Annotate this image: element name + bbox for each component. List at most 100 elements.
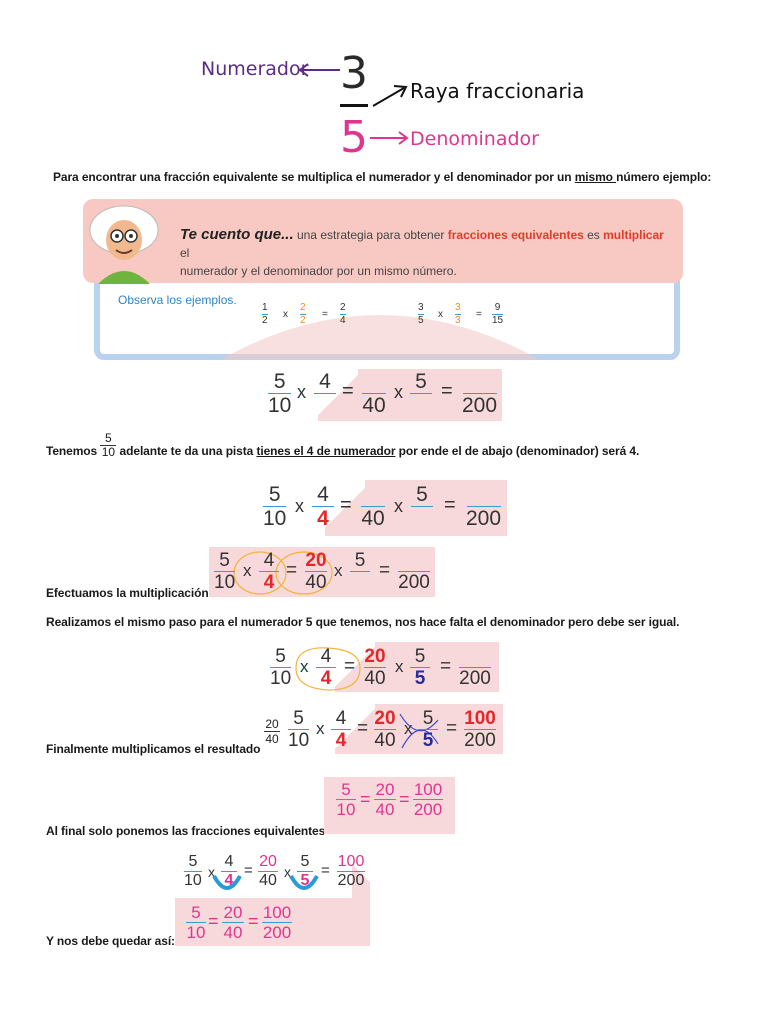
raya-label: Raya fraccionaria: [410, 79, 585, 103]
denominator: 200: [413, 800, 443, 819]
equals-sign: =: [342, 380, 354, 402]
denominator: 200: [466, 507, 502, 530]
denominator: 40: [364, 668, 386, 689]
numerator: 4: [263, 550, 275, 571]
ex2-den-b: 3: [455, 315, 461, 326]
denominator: 10: [186, 923, 206, 942]
fraction-blank-40: 40: [362, 371, 386, 416]
equals-sign: =: [446, 718, 458, 739]
ex1-num-a: 1: [262, 302, 268, 313]
numerator: 4: [335, 708, 347, 729]
arrow-right-icon: [370, 131, 409, 145]
denominator: 4: [335, 730, 347, 751]
equals-sign: =: [340, 494, 352, 516]
numerator: 100: [262, 903, 292, 922]
equals-sign: =: [440, 656, 452, 677]
times-sign: x: [395, 657, 404, 676]
finalmente-label: Finalmente multiplicamos el resultado: [46, 742, 261, 756]
tip-text-2: es: [583, 228, 604, 242]
numerator: 5: [275, 646, 286, 667]
intro-text-2: número ejemplo:: [616, 170, 712, 184]
times-sign: x: [300, 657, 309, 676]
times-sign: x: [316, 719, 325, 738]
denominator: 5: [414, 668, 426, 689]
numerator: 5: [268, 483, 281, 506]
multiplication-loops: [399, 713, 439, 749]
fraction-5: 5: [410, 371, 432, 416]
denominator: 4: [263, 572, 275, 593]
equals-sign: =: [357, 718, 369, 739]
summary-corner: [352, 848, 370, 898]
equation-background: [338, 369, 502, 421]
denominator: 10: [336, 800, 356, 819]
denominator: 10: [184, 872, 202, 889]
denominator: 10: [263, 507, 287, 530]
denominator: 10: [288, 730, 310, 751]
numerator: 5: [416, 483, 428, 506]
times-sign: x: [334, 561, 343, 580]
intro-paragraph: Para encontrar una fracción equivalente …: [53, 170, 753, 184]
intro-text-1: Para encontrar una fracción equivalente …: [53, 170, 575, 184]
arrow-left-icon: [298, 63, 340, 77]
ex1-num-c: 2: [340, 302, 346, 313]
denominator: 40: [305, 572, 327, 593]
numerator: 5: [414, 646, 426, 667]
ex1-num-b: 2: [300, 302, 306, 313]
ex2-num-b: 3: [455, 302, 461, 313]
times-sign: x: [208, 864, 215, 880]
equation-background-corner: [325, 480, 365, 536]
equals-sign: =: [379, 560, 391, 581]
tip-text-4: numerador y el denominador por un mismo …: [180, 264, 457, 278]
denominator: 40: [259, 872, 277, 889]
ex1-den-c: 4: [340, 315, 346, 326]
multiplication-loops: [233, 551, 333, 595]
denominator: 40: [223, 923, 243, 942]
denominator: 40: [362, 394, 386, 417]
numerator: 5: [191, 903, 201, 922]
ex2-times: x: [438, 309, 443, 320]
big-numerator: 3: [340, 48, 368, 99]
watermark-shape: [220, 315, 540, 360]
loop-5-icon: [289, 874, 319, 890]
tip-text: Te cuento que... una estrategia para obt…: [180, 226, 670, 280]
denominator: 200: [464, 730, 496, 751]
times-sign: x: [243, 561, 252, 580]
inline-denominator: 10: [101, 445, 115, 459]
fraction-blank-200: 200: [466, 484, 501, 529]
numerator: 20: [223, 903, 243, 922]
denominator: 200: [262, 923, 292, 942]
denominator: 4: [320, 668, 332, 689]
professor-character-icon: [89, 205, 159, 284]
numerator: 5: [354, 550, 366, 571]
tip-highlight-1: fracciones equivalentes: [447, 228, 584, 242]
ex1-equals: =: [322, 309, 328, 320]
fraction-blank-200: 200: [398, 551, 430, 592]
numerator: 5: [341, 780, 351, 799]
ex2-num-a: 3: [418, 302, 424, 313]
numerator: 5: [293, 708, 304, 729]
tip-title: Te cuento que...: [180, 226, 294, 243]
numerator: 5: [188, 853, 198, 870]
numerator: 20: [305, 550, 327, 571]
numerator: 5: [415, 370, 427, 393]
numerator: 20: [259, 853, 277, 870]
fraction-5: 5: [411, 484, 433, 529]
denominator: 5: [300, 872, 310, 889]
ex1-times: x: [283, 309, 288, 320]
